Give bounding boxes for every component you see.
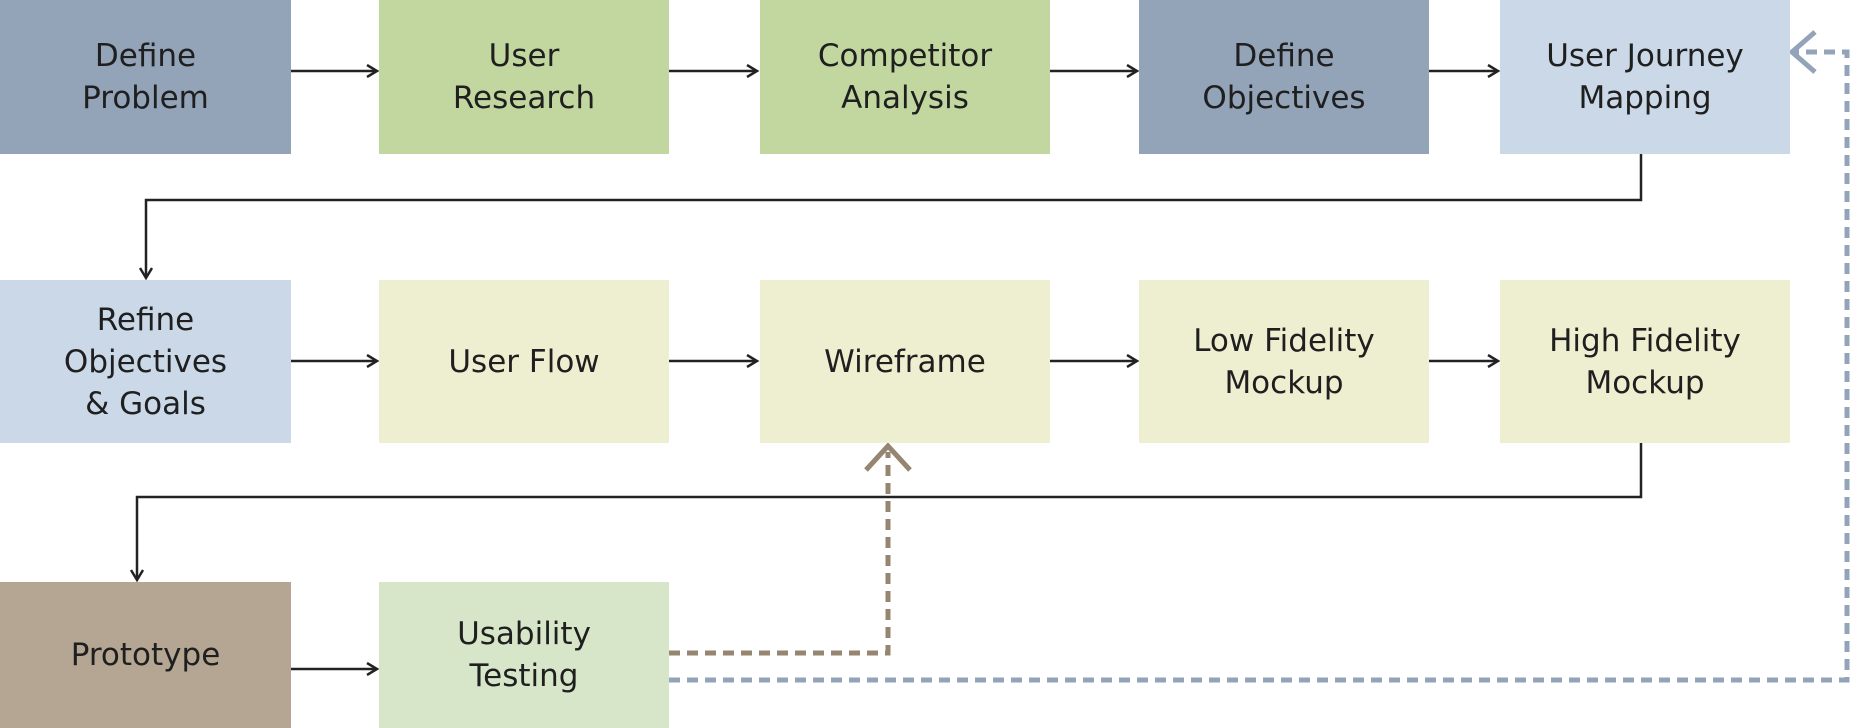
node-define-problem: Define Problem: [0, 0, 291, 154]
feedback-user-journey-arrowhead: [1788, 30, 1817, 74]
node-competitor-analysis: Competitor Analysis: [760, 0, 1050, 154]
arrow-user-journey-to-refine-objectives: [146, 154, 1643, 278]
node-low-fidelity-mockup: Low Fidelity Mockup: [1139, 280, 1429, 443]
node-high-fidelity-mockup: High Fidelity Mockup: [1500, 280, 1790, 443]
feedback-usability-to-wireframe: [669, 452, 891, 656]
node-user-research: User Research: [379, 0, 669, 154]
node-prototype: Prototype: [0, 582, 291, 728]
node-refine-objectives-goals: Refine Objectives & Goals: [0, 280, 291, 443]
node-user-journey-mapping: User Journey Mapping: [1500, 0, 1790, 154]
node-wireframe: Wireframe: [760, 280, 1050, 443]
node-usability-testing: Usability Testing: [379, 582, 669, 728]
feedback-wireframe-arrowhead: [864, 442, 912, 472]
arrow-high-fidelity-to-prototype: [137, 443, 1643, 580]
node-define-objectives: Define Objectives: [1139, 0, 1429, 154]
node-user-flow: User Flow: [379, 280, 669, 443]
